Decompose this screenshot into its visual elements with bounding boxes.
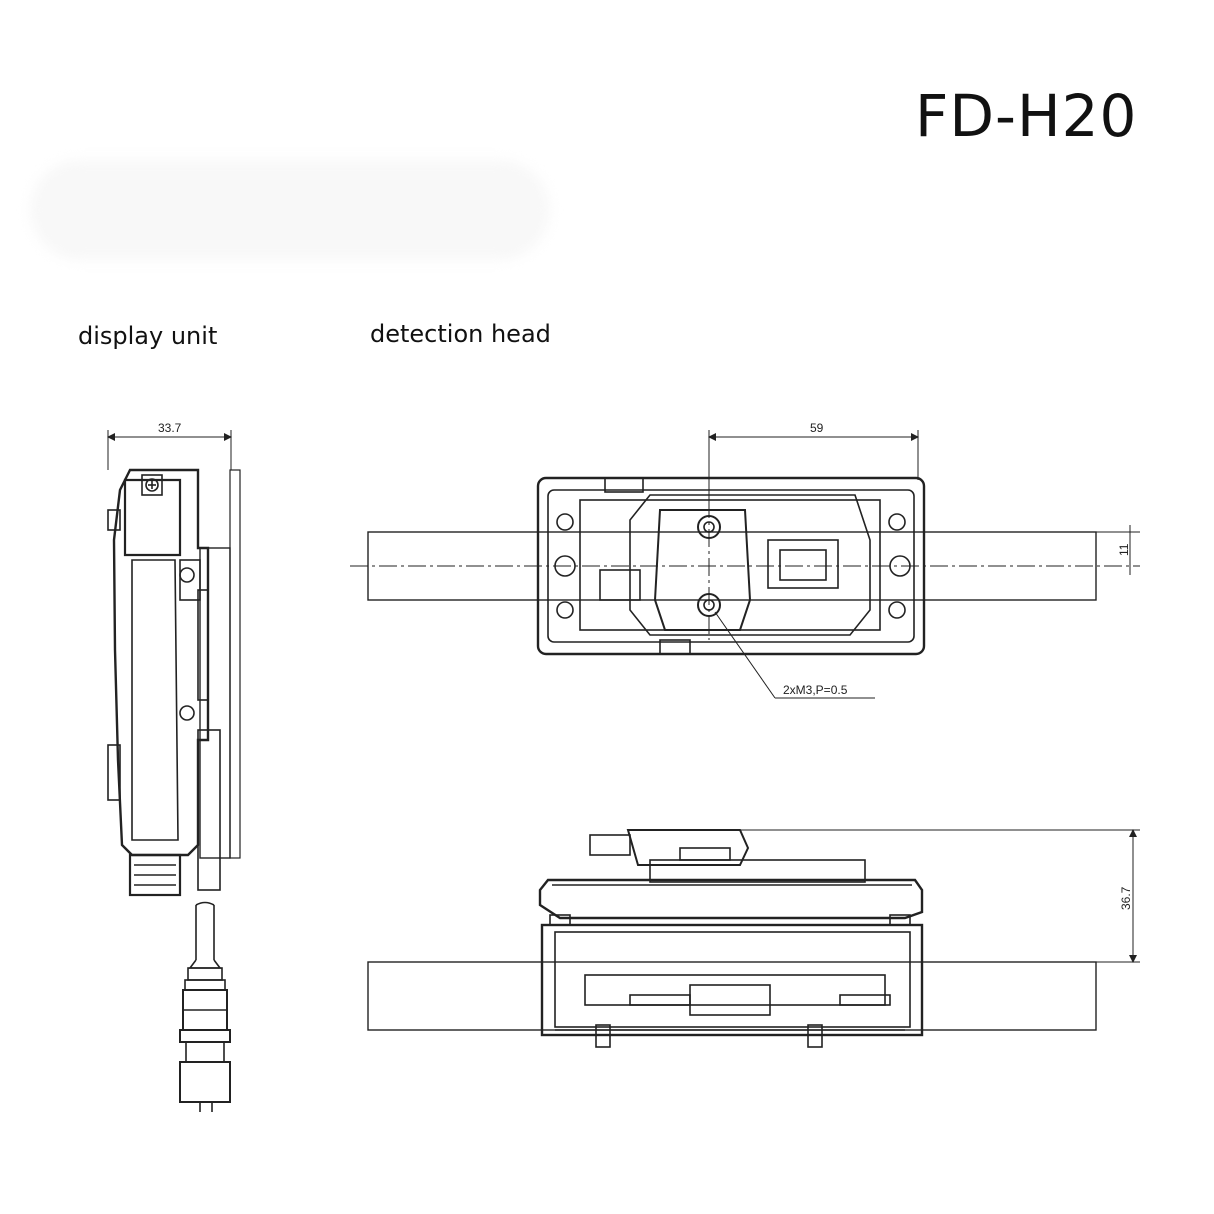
display-unit-drawing [107,430,241,1112]
display-unit-label: display unit [78,322,218,350]
dim-display-width: 33.7 [158,421,182,435]
detection-head-label: detection head [370,320,551,348]
thread-callout: 2xM3,P=0.5 [783,683,848,697]
detection-head-top-view [350,430,1140,699]
blurred-watermark [30,160,550,260]
dim-pipe-offset: 11 [1117,543,1131,556]
detection-head-front-view [367,829,1140,1048]
dim-hole-pitch: 59 [810,421,824,435]
dim-head-height: 36.7 [1119,886,1133,910]
model-title: FD-H20 [915,82,1138,150]
